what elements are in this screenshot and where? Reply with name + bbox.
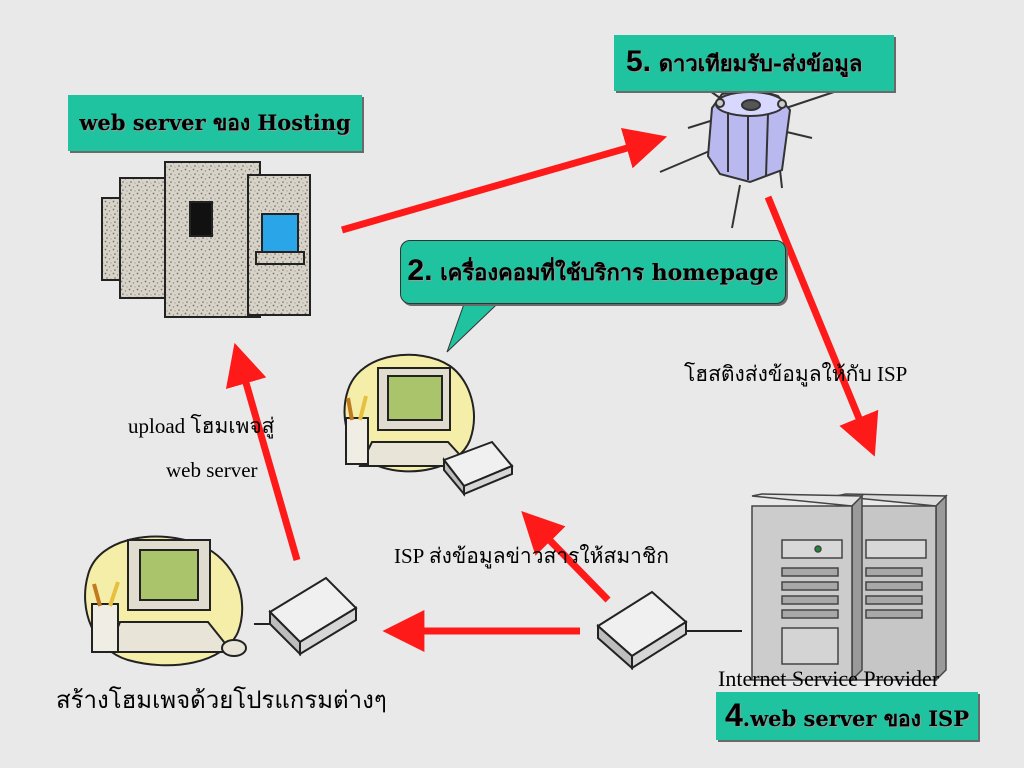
isp-number: 4 [724, 696, 743, 733]
hosting-to-isp-label: โฮสติงส่งข้อมูลให้กับ ISP [684, 362, 908, 386]
isp-to-member-label: ISP ส่งข้อมูลข่าวสารให้สมาชิก [394, 544, 669, 568]
isp-modem-icon [596, 590, 742, 671]
callout-box: 2. เครื่องคอมที่ใช้บริการ homepage [400, 240, 786, 304]
isp-name-label: Internet Service Provider [718, 666, 940, 691]
creator-modem-icon [254, 576, 358, 657]
arrow-satellite-to-isp [764, 195, 879, 457]
callout-text: เครื่องคอมที่ใช้บริการ homepage [432, 260, 779, 286]
upload-label-line2: web server [166, 458, 258, 482]
member-modem-icon [442, 440, 514, 497]
member-computer-icon [343, 353, 475, 473]
isp-server-towers-icon [751, 493, 948, 682]
arrow-upload-to-hosting [225, 342, 301, 561]
satellite-title-text: ดาวเทียมรับ-ส่งข้อมูล [651, 51, 863, 77]
arrows [225, 127, 879, 652]
isp-title-text: .web server ของ ISP [742, 705, 970, 731]
creator-computer-icon [84, 535, 247, 667]
create-homepage-label: สร้างโฮมเพจด้วยโปรแกรมต่างๆ [56, 688, 387, 714]
satellite-number: 5. [626, 45, 652, 78]
hosting-title-text: web server ของ Hosting [79, 109, 351, 135]
upload-label-line1: upload โฮมเพจสู่ [128, 414, 275, 438]
hosting-title-box: web server ของ Hosting [68, 95, 362, 151]
arrow-hosting-to-satellite [341, 127, 668, 234]
hosting-server-icon [101, 161, 311, 318]
arrow-isp-to-member [521, 510, 611, 603]
isp-title-box: 4.web server ของ ISP [716, 692, 978, 740]
callout-number: 2. [407, 254, 433, 287]
satellite-icon [659, 40, 841, 229]
satellite-title-box: 5. ดาวเทียมรับ-ส่งข้อมูล [614, 35, 894, 91]
